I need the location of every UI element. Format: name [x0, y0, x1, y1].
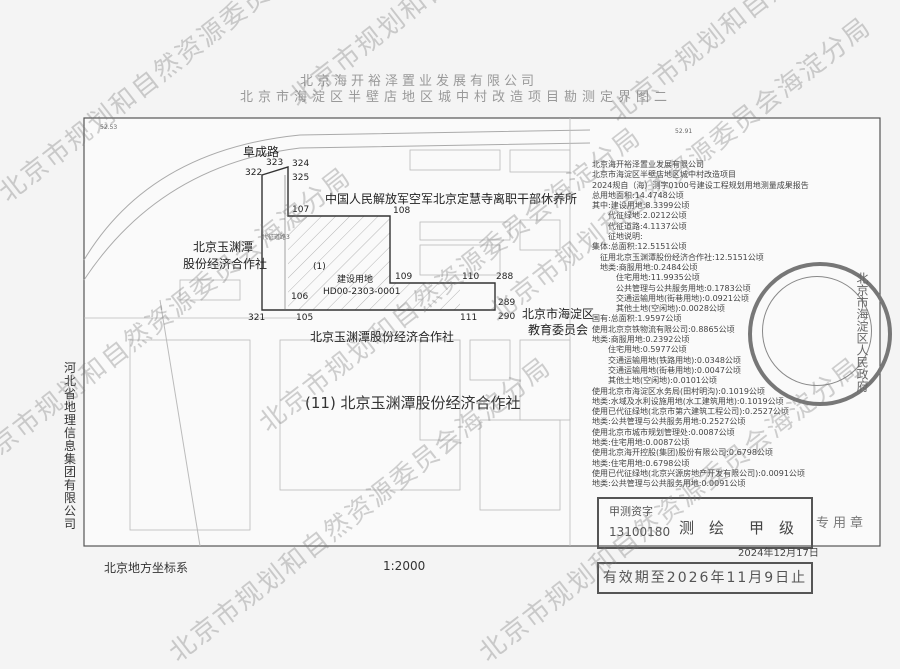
- surveyor-name: 河北省地理信息集团有限公司: [64, 361, 77, 531]
- info-line: 其中:建设用地:8.3399公顷: [592, 201, 690, 211]
- coordinate-system: 北京地方坐标系: [104, 561, 189, 575]
- elevation-label: 52.91: [675, 128, 693, 135]
- info-line: 交通运输用地(街巷用地):0.0047公顷: [592, 365, 741, 375]
- info-line: 使用北京市城市规划管理处:0.0087公顷: [592, 427, 735, 437]
- neighbor-west-2: 股份经济合作社: [183, 257, 268, 271]
- point-label: 106: [291, 292, 309, 302]
- cert-grade: 甲 级: [749, 519, 795, 537]
- info-line: 使用北京京铁物流有限公司:0.8865公顷: [592, 324, 735, 334]
- point-label: 107: [292, 205, 310, 215]
- point-label: 111: [460, 313, 478, 323]
- point-label: 322: [245, 168, 263, 178]
- info-line: 国有:总面积:1.9597公顷: [592, 314, 682, 324]
- cert-prefix: 甲测资字: [609, 505, 653, 518]
- boundary-polygon: [261, 166, 496, 311]
- info-line: 住宅用地:0.5977公顷: [592, 345, 687, 355]
- point-label: 109: [395, 272, 413, 282]
- info-line: 北京市海淀区半壁店地区城中村改造项目: [592, 170, 736, 180]
- info-line: 其他土地(空闲地):0.0028公顷: [592, 304, 725, 314]
- info-line: 使用北京市海淀区水务局(田村明沟):0.1019公顷: [592, 386, 765, 396]
- info-line: 使用已代征绿地(北京市第六建筑工程公司):0.2527公顷: [592, 407, 789, 417]
- cert-type: 测 绘: [679, 519, 725, 537]
- info-line: 交通运输用地(铁路用地):0.0348公顷: [592, 355, 741, 365]
- info-line: 使用已代征绿地(北京兴源房地产开发有限公司):0.0091公顷: [592, 468, 805, 478]
- surveying-certificate-stamp: 甲测资字 13100180 测 绘 甲 级: [597, 497, 813, 549]
- government-stamp: [748, 262, 892, 406]
- info-line: 地类:商服用地:0.2484公顷: [592, 262, 698, 272]
- point-label: 323: [266, 158, 284, 168]
- info-line: 地类:住宅用地:0.6798公顷: [592, 458, 690, 468]
- road-line: [83, 142, 591, 281]
- cert-number: 13100180: [609, 525, 671, 539]
- road-line: [83, 129, 591, 261]
- info-line: 总用地面积:14.4748公顷: [592, 190, 684, 200]
- point-label: 108: [393, 206, 411, 216]
- info-line: 其他土地(空闲地):0.0101公顷: [592, 376, 717, 386]
- company-title: 北京海开裕泽置业发展有限公司: [300, 74, 539, 89]
- info-line: 代征绿地:2.0212公顷: [592, 211, 687, 221]
- cert-date: 2024年12月17日: [738, 548, 819, 559]
- validity-stamp: 有效期至2026年11月9日止: [597, 562, 813, 594]
- point-label: 288: [496, 272, 514, 282]
- info-line: 征地说明:: [592, 232, 643, 242]
- point-label: 105: [296, 313, 314, 323]
- point-label: 324: [292, 159, 310, 169]
- neighbor-east-2: 教育委员会: [528, 323, 589, 337]
- point-label: 290: [498, 312, 516, 322]
- point-label: 110: [462, 272, 480, 282]
- parcel-use: 建设用地: [337, 275, 374, 285]
- land-info-block: 北京海开裕泽置业发展有限公司 北京市海淀区半壁店地区城中村改造项目 2024规自…: [592, 160, 809, 490]
- info-line: 地类:商服用地:0.2392公顷: [592, 335, 690, 345]
- map-frame: [83, 117, 881, 547]
- map-scale: 1:2000: [383, 559, 426, 573]
- info-line: 公共管理与公共服务用地:0.1783公顷: [592, 283, 751, 293]
- info-line: 北京海开裕泽置业发展有限公司: [592, 160, 704, 169]
- map-drawing: [83, 117, 881, 547]
- elevation-label: 52.53: [100, 124, 118, 131]
- stamp-text: 北京市海淀区人民政府: [855, 272, 869, 392]
- info-line: 代征道路:4.1137公顷: [592, 221, 687, 231]
- construction-parcel: [288, 216, 460, 310]
- neighbor-west-1: 北京玉渊潭: [193, 240, 254, 254]
- neighbor-north: 中国人民解放军空军北京定慧寺离职干部休养所: [325, 192, 578, 206]
- info-line: 征用北京玉渊潭股份经济合作社:12.5151公顷: [592, 252, 764, 262]
- info-line: 交通运输用地(街巷用地):0.0921公顷: [592, 293, 749, 303]
- buildings: [84, 118, 571, 546]
- parcel-number: (1): [313, 262, 326, 272]
- neighbor-south: 北京玉渊潭股份经济合作社: [310, 330, 455, 344]
- road-strip-label: 代征道路3: [262, 234, 290, 241]
- info-line: 2024规自（海）测字0100号建设工程规划用地测量成果报告: [592, 180, 809, 190]
- info-line: 集体:总面积:12.5151公顷: [592, 242, 687, 252]
- info-line: 地类:住宅用地:0.0087公顷: [592, 438, 690, 448]
- stamp-inner-ring: [762, 276, 872, 386]
- road-label: 阜成路: [243, 145, 280, 159]
- map-title: 北京市海淀区半壁店地区城中村改造项目勘测定界图二: [240, 90, 673, 105]
- info-line: 地类:水域及水利设施用地(水工建筑用地):0.1019公顷: [592, 396, 784, 406]
- seal-text: 专用章: [816, 516, 868, 531]
- point-label: 325: [292, 173, 310, 183]
- info-line: 地类:公共管理与公共服务用地:0.0091公顷: [592, 479, 746, 489]
- neighbor-east-1: 北京市海淀区: [522, 307, 595, 321]
- info-line: 地类:公共管理与公共服务用地:0.2527公顷: [592, 417, 746, 427]
- big-parcel-label: (11) 北京玉渊潭股份经济合作社: [305, 394, 521, 412]
- ditch-line: [159, 299, 201, 547]
- info-line: 住宅用地:11.9935公顷: [592, 273, 700, 283]
- point-label: 321: [248, 313, 266, 323]
- parcel-code: HD00-2303-0001: [323, 287, 401, 297]
- info-line: 使用北京海开控股(集团)股份有限公司:0.6798公顷: [592, 448, 773, 458]
- point-label: 289: [498, 298, 516, 308]
